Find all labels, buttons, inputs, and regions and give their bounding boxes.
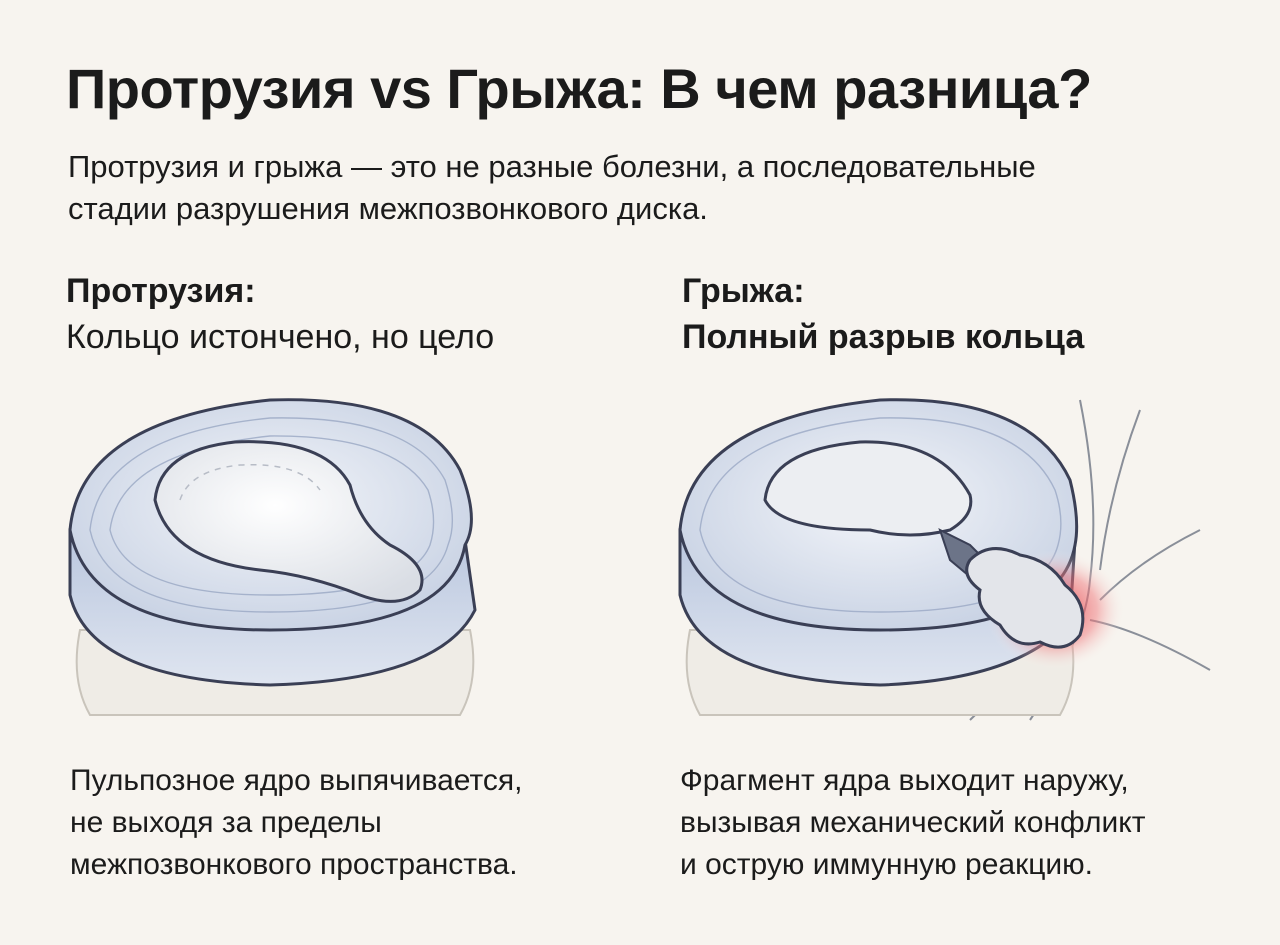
protrusion-label: Протрузия: [66, 272, 256, 310]
caption-line: не выходя за пределы [70, 806, 382, 839]
subtitle: Протрузия и грыжа — это не разные болезн… [68, 146, 1228, 230]
extruded-fragment [965, 547, 1085, 649]
hernia-caption: Фрагмент ядра выходит наружу, вызывая ме… [680, 760, 1146, 886]
subtitle-line: стадии разрушения межпозвонкового диска. [68, 191, 708, 226]
page-title: Протрузия vs Грыжа: В чем разница? [66, 57, 1092, 120]
nucleus-pulposus [153, 440, 424, 603]
protrusion-disc-illustration [68, 398, 477, 716]
caption-line: межпозвонкового пространства. [70, 848, 518, 881]
caption-line: Пульпозное ядро выпячивается, [70, 764, 523, 797]
protrusion-heading: Протрузия: Кольцо истончено, но цело [66, 268, 494, 360]
hernia-description: Полный разрыв кольца [682, 318, 1085, 356]
caption-line: вызывая механический конфликт [680, 806, 1146, 839]
protrusion-description: Кольцо истончено, но цело [66, 318, 495, 356]
hernia-heading: Грыжа: Полный разрыв кольца [682, 268, 1084, 360]
protrusion-caption: Пульпозное ядро выпячивается, не выходя … [70, 760, 522, 886]
hernia-disc-illustration [678, 398, 1211, 721]
nucleus-pulposus [763, 440, 973, 537]
caption-line: и острую иммунную реакцию. [680, 848, 1093, 881]
annulus-rings [699, 417, 1062, 613]
subtitle-line: Протрузия и грыжа — это не разные болезн… [68, 149, 1036, 184]
caption-line: Фрагмент ядра выходит наружу, [680, 764, 1129, 797]
hernia-label: Грыжа: [682, 272, 805, 310]
